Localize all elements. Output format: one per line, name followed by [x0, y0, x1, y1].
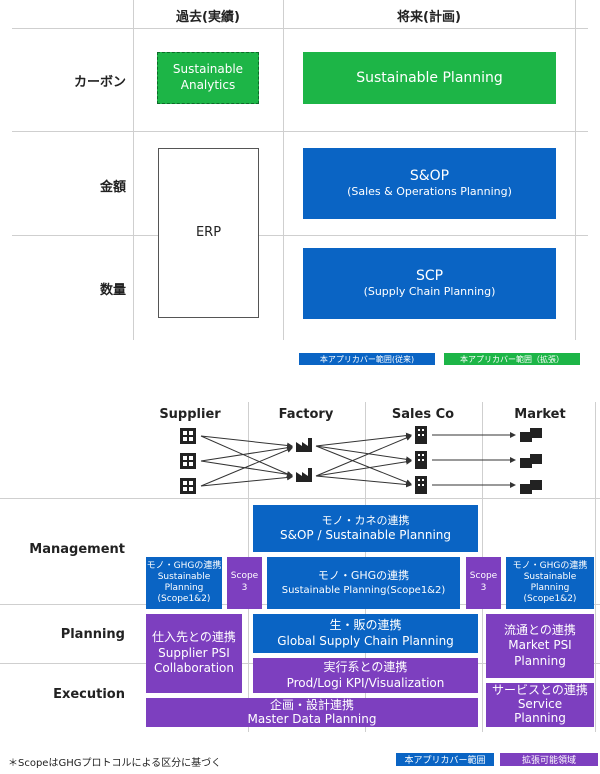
row-label-execution: Execution: [53, 687, 125, 702]
scope3-left-box: Scope 3: [227, 557, 262, 609]
office-building-icon: [415, 451, 427, 469]
row-label-management: Management: [29, 542, 125, 557]
master-data-planning-box: 企画・設計連携 Master Data Planning: [146, 698, 478, 727]
market-shop-icon: [520, 454, 542, 468]
box-text: Scope: [469, 571, 498, 582]
box-text: Sustainable Planning: [356, 69, 503, 86]
ghg-center-box: モノ・GHGの連携 Sustainable Planning(Scope1&2): [267, 557, 460, 609]
box-subtitle: (Sales & Operations Planning): [347, 185, 512, 199]
box-text: Global Supply Chain Planning: [277, 633, 454, 648]
grid-line: [283, 0, 284, 340]
box-text: Analytics: [180, 78, 236, 92]
supplier-building-icon: [180, 478, 196, 494]
ghg-right-box: モノ・GHGの連携 Sustainable Planning (Scope1&2…: [506, 557, 594, 609]
box-text: Planning: [164, 583, 204, 593]
ghg-left-box: モノ・GHGの連携 Sustainable Planning (Scope1&2…: [146, 557, 222, 609]
column-header-future: 将来(計画): [397, 10, 461, 25]
box-title: S&OP: [409, 168, 450, 185]
box-text: Prod/Logi KPI/Visualization: [286, 675, 445, 690]
node-sales-co: Sales Co: [391, 407, 455, 422]
box-text: Collaboration: [154, 661, 234, 676]
box-text: Planning: [514, 710, 566, 725]
box-text: モノ・GHGの連携: [146, 561, 222, 572]
legend-extended: 本アプリカバー範囲（拡張）: [444, 353, 580, 365]
box-text: モノ・カネの連携: [321, 513, 410, 527]
footnote: ＊ScopeはGHGプロトコルによる区分に基づく: [8, 758, 222, 769]
market-shop-icon: [520, 480, 542, 494]
row-label-planning: Planning: [60, 627, 125, 642]
box-text: 3: [480, 583, 487, 593]
node-supplier: Supplier: [159, 407, 221, 422]
box-text: 企画・設計連携: [269, 697, 354, 712]
box-text: 仕入先との連携: [152, 630, 236, 645]
scope3-right-box: Scope 3: [466, 557, 501, 609]
grid-line: [133, 0, 134, 340]
box-text: 生・販の連携: [329, 617, 402, 632]
supplier-building-icon: [180, 453, 196, 469]
divider: [595, 402, 596, 732]
box-text: Service: [517, 697, 563, 712]
box-text: Scope: [230, 571, 259, 582]
box-text: (Scope1&2): [523, 593, 577, 604]
sustainable-analytics-box: Sustainable Analytics: [157, 52, 259, 104]
global-scp-box: 生・販の連携 Global Supply Chain Planning: [253, 614, 478, 653]
flow-arrows-sales-market: [432, 432, 516, 488]
supplier-psi-box: 仕入先との連携 Supplier PSI Collaboration: [146, 614, 242, 693]
box-subtitle: (Supply Chain Planning): [363, 285, 496, 299]
box-text: Sustainable Planning(Scope1&2): [281, 584, 446, 596]
sop-box: S&OP (Sales & Operations Planning): [303, 148, 556, 219]
box-text: サービスとの連携: [492, 683, 588, 698]
box-text: 実行系との連携: [323, 659, 408, 674]
box-text: (Scope1&2): [157, 593, 211, 604]
erp-box: ERP: [158, 148, 259, 318]
divider: [0, 498, 600, 499]
grid-line: [12, 28, 588, 29]
box-text: Planning: [514, 653, 566, 668]
factory-icon: [296, 468, 312, 482]
box-text: 流通との連携: [504, 622, 576, 637]
box-text: ERP: [195, 224, 222, 240]
row-label-money: 金額: [99, 180, 126, 195]
column-header-past: 過去(実績): [176, 10, 240, 25]
box-text: S&OP / Sustainable Planning: [280, 527, 451, 542]
market-psi-box: 流通との連携 Market PSI Planning: [486, 614, 594, 678]
service-planning-box: サービスとの連携 Service Planning: [486, 683, 594, 727]
legend-extensible: 拡張可能領域: [500, 753, 598, 766]
row-label-carbon: カーボン: [73, 75, 126, 90]
grid-line: [12, 235, 588, 236]
prod-logi-kpi-box: 実行系との連携 Prod/Logi KPI/Visualization: [253, 658, 478, 693]
sop-sustainable-planning-box: モノ・カネの連携 S&OP / Sustainable Planning: [253, 505, 478, 552]
box-text: Master Data Planning: [247, 711, 377, 726]
flow-arrows-factory-sales: [315, 432, 412, 488]
legend-conventional: 本アプリカバー範囲(従来): [299, 353, 435, 365]
box-title: SCP: [415, 268, 444, 285]
supplier-building-icon: [180, 428, 196, 444]
box-text: モノ・GHGの連携: [512, 561, 588, 572]
row-label-quantity: 数量: [99, 283, 126, 298]
grid-line: [12, 131, 588, 132]
market-shop-icon: [520, 428, 542, 442]
factory-icon: [296, 438, 312, 452]
grid-line: [575, 0, 576, 340]
box-text: Planning: [530, 583, 570, 593]
box-text: Supplier PSI: [158, 645, 230, 660]
supply-network-graphic: [180, 426, 542, 494]
scp-box: SCP (Supply Chain Planning): [303, 248, 556, 319]
box-text: Sustainable: [523, 572, 577, 583]
flow-arrows-supplier-factory: [200, 435, 293, 487]
sustainable-planning-box: Sustainable Planning: [303, 52, 556, 104]
box-text: 3: [241, 583, 248, 593]
box-text: Market PSI: [508, 638, 572, 653]
box-text: Sustainable: [157, 572, 211, 583]
legend-app-coverage: 本アプリカバー範囲: [396, 753, 494, 766]
box-text: モノ・GHGの連携: [317, 569, 410, 583]
node-factory: Factory: [278, 407, 334, 422]
node-market: Market: [514, 407, 566, 422]
office-building-icon: [415, 476, 427, 494]
office-building-icon: [415, 426, 427, 444]
box-text: Sustainable: [172, 62, 244, 77]
